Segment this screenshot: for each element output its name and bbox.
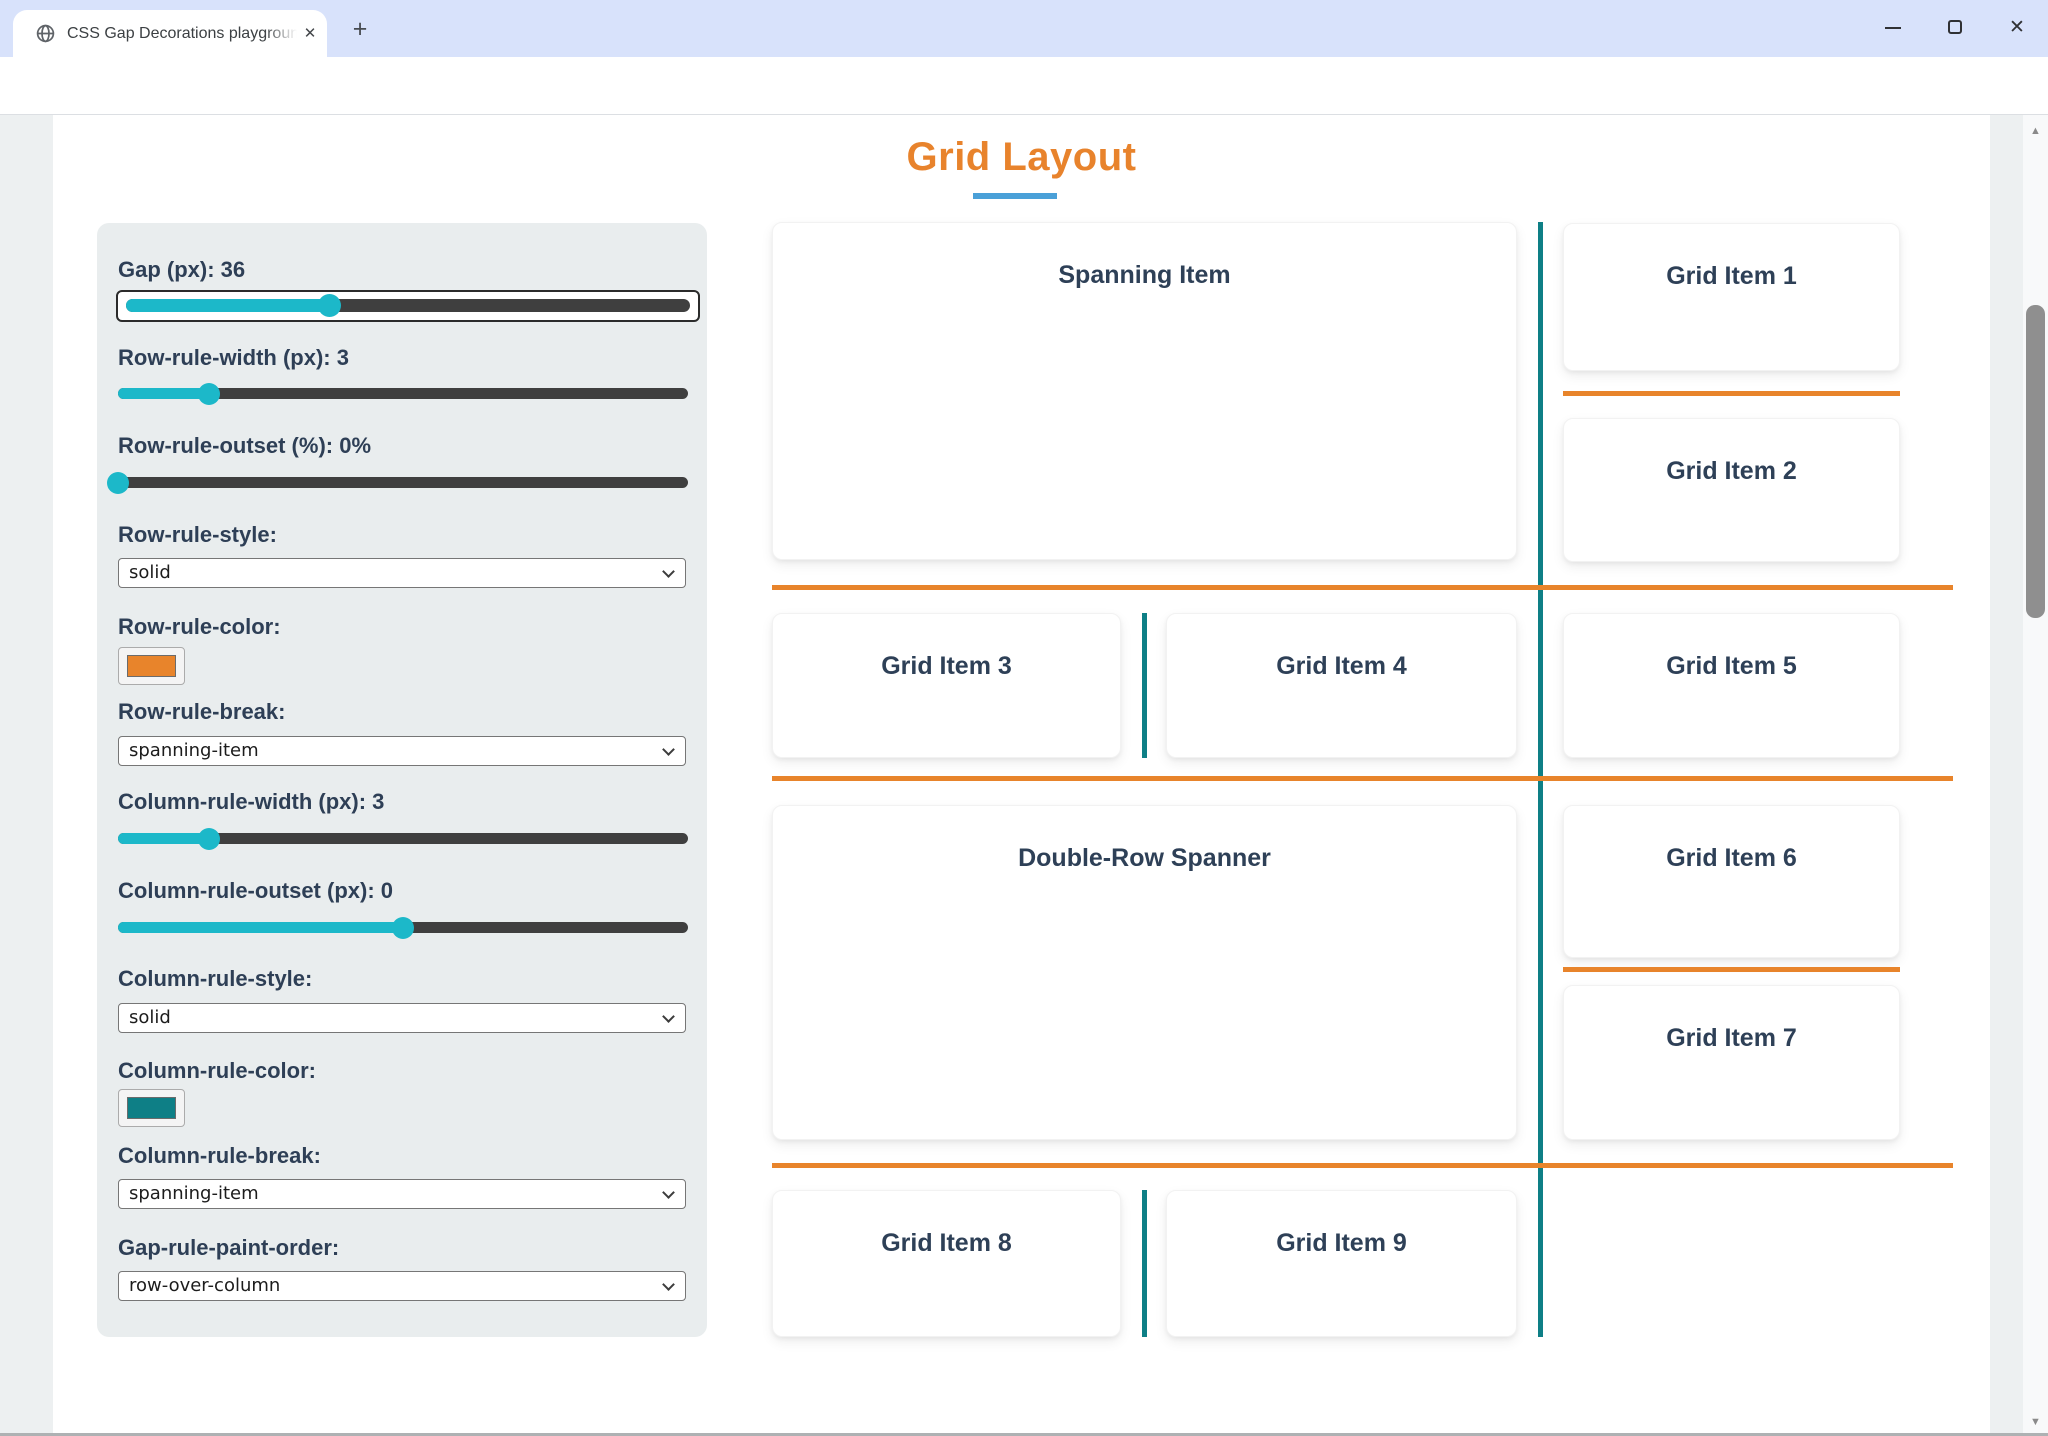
close-icon: ✕ [2009,17,2025,38]
grid-item-3: Grid Item 3 [772,613,1121,758]
grid-item-2: Grid Item 2 [1563,418,1900,562]
chevron-down-icon [662,1278,675,1291]
row-rule-color-swatch [127,655,176,677]
tab-title-fade [265,14,305,54]
slider-fill [118,833,210,844]
slider-track[interactable] [118,833,688,844]
row-rule-width-slider[interactable] [118,381,688,405]
grid-item-8: Grid Item 8 [772,1190,1121,1337]
slider-fill [118,388,210,399]
vertical-scrollbar[interactable]: ▲ ▼ [2023,115,2048,1436]
column-rule-row6 [1142,1190,1147,1337]
column-rule-style-label: Column-rule-style: [118,966,313,991]
row-rule-width-label: Row-rule-width (px): 3 [118,345,349,370]
grid-item-6: Grid Item 6 [1563,805,1900,958]
tab-strip: CSS Gap Decorations playground ✕ + ✕ [0,0,2048,57]
column-rule-width-label: Column-rule-width (px): 3 [118,789,385,814]
column-rule-break-label: Column-rule-break: [118,1143,321,1168]
select-value: solid [129,1007,171,1028]
row-rule-full-c [772,1163,1953,1168]
grid-item-7: Grid Item 7 [1563,985,1900,1140]
maximize-icon [1948,20,1962,34]
row-rule-style-label: Row-rule-style: [118,522,277,547]
slider-track[interactable] [118,477,688,488]
browser-toolbar: ← → ⟳ microsoftedge.github.io/Demos/css-… [0,57,2048,163]
row-rule-full-a [772,585,1953,590]
row-rule-outset-slider[interactable] [107,470,688,494]
minimize-icon [1885,27,1901,29]
tab-close-icon[interactable]: ✕ [303,25,317,42]
row-rule-color-label: Row-rule-color: [118,614,281,639]
grid-item-4: Grid Item 4 [1166,613,1517,758]
select-value: spanning-item [129,740,259,761]
slider-track[interactable] [118,388,688,399]
grid-item-9: Grid Item 9 [1166,1190,1517,1337]
column-rule-color-input[interactable] [118,1089,185,1127]
slider-thumb[interactable] [392,917,414,939]
gap-rule-paint-order-select[interactable]: row-over-column [118,1271,686,1301]
row-rule-break-select[interactable]: spanning-item [118,736,686,766]
chevron-down-icon [662,565,675,578]
select-value: spanning-item [129,1183,259,1204]
page-body: Grid Layout Gap (px): 36 Row-rule-width … [0,115,2023,1433]
gap-slider-label: Gap (px): 36 [118,257,246,282]
column-rule-break-select[interactable]: spanning-item [118,1179,686,1209]
minimize-button[interactable] [1862,0,1924,57]
gap-slider[interactable] [116,290,700,322]
tab-title: CSS Gap Decorations playground [67,25,305,42]
slider-fill [126,299,330,312]
scroll-down-icon[interactable]: ▼ [2030,1416,2041,1428]
scrollbar-thumb[interactable] [2026,305,2045,618]
grid-layout-demo: Spanning Item Grid Item 1 Grid Item 2 Gr… [772,222,1953,1337]
row-rule-col3-b [1563,967,1900,972]
window-bottom-edge [0,1433,2048,1436]
window-controls: ✕ [1862,0,2048,57]
row-rule-full-b [772,776,1953,781]
browser-tab[interactable]: CSS Gap Decorations playground ✕ [13,10,327,57]
column-rule-outset-slider[interactable] [118,915,688,939]
chevron-down-icon [662,743,675,756]
close-button[interactable]: ✕ [1986,0,2048,57]
column-rule-row3 [1142,613,1147,758]
new-tab-button[interactable]: + [352,15,368,43]
page-content: Grid Layout Gap (px): 36 Row-rule-width … [53,115,1990,1433]
slider-thumb[interactable] [107,472,129,494]
row-rule-break-label: Row-rule-break: [118,699,286,724]
globe-favicon-icon [36,24,55,43]
grid-item-1: Grid Item 1 [1563,223,1900,371]
chevron-down-icon [662,1186,675,1199]
column-rule-color-swatch [127,1097,176,1119]
slider-thumb[interactable] [198,383,221,405]
slider-thumb[interactable] [318,294,342,317]
chevron-down-icon [662,1010,675,1023]
select-value: row-over-column [129,1275,281,1296]
row-rule-color-input[interactable] [118,647,185,685]
row-rule-outset-label: Row-rule-outset (%): 0% [118,433,371,458]
grid-item-5: Grid Item 5 [1563,613,1900,758]
column-rule-outset-label: Column-rule-outset (px): 0 [118,878,393,903]
column-rule-style-select[interactable]: solid [118,1003,686,1033]
controls-panel: Gap (px): 36 Row-rule-width (px): 3 Row-… [97,223,707,1337]
grid-item-double-row-spanner: Double-Row Spanner [772,805,1517,1140]
page-title: Grid Layout [906,135,1137,179]
column-rule-width-slider[interactable] [118,826,688,850]
row-rule-col3-a [1563,391,1900,396]
slider-fill [118,922,403,933]
row-rule-style-select[interactable]: solid [118,558,686,588]
select-value: solid [129,562,171,583]
gap-rule-paint-order-label: Gap-rule-paint-order: [118,1235,340,1260]
column-rule-color-label: Column-rule-color: [118,1058,316,1083]
slider-thumb[interactable] [198,828,221,850]
scroll-up-icon[interactable]: ▲ [2030,125,2041,137]
maximize-button[interactable] [1924,0,1986,57]
title-underline [972,193,1057,199]
grid-item-spanning: Spanning Item [772,222,1517,560]
